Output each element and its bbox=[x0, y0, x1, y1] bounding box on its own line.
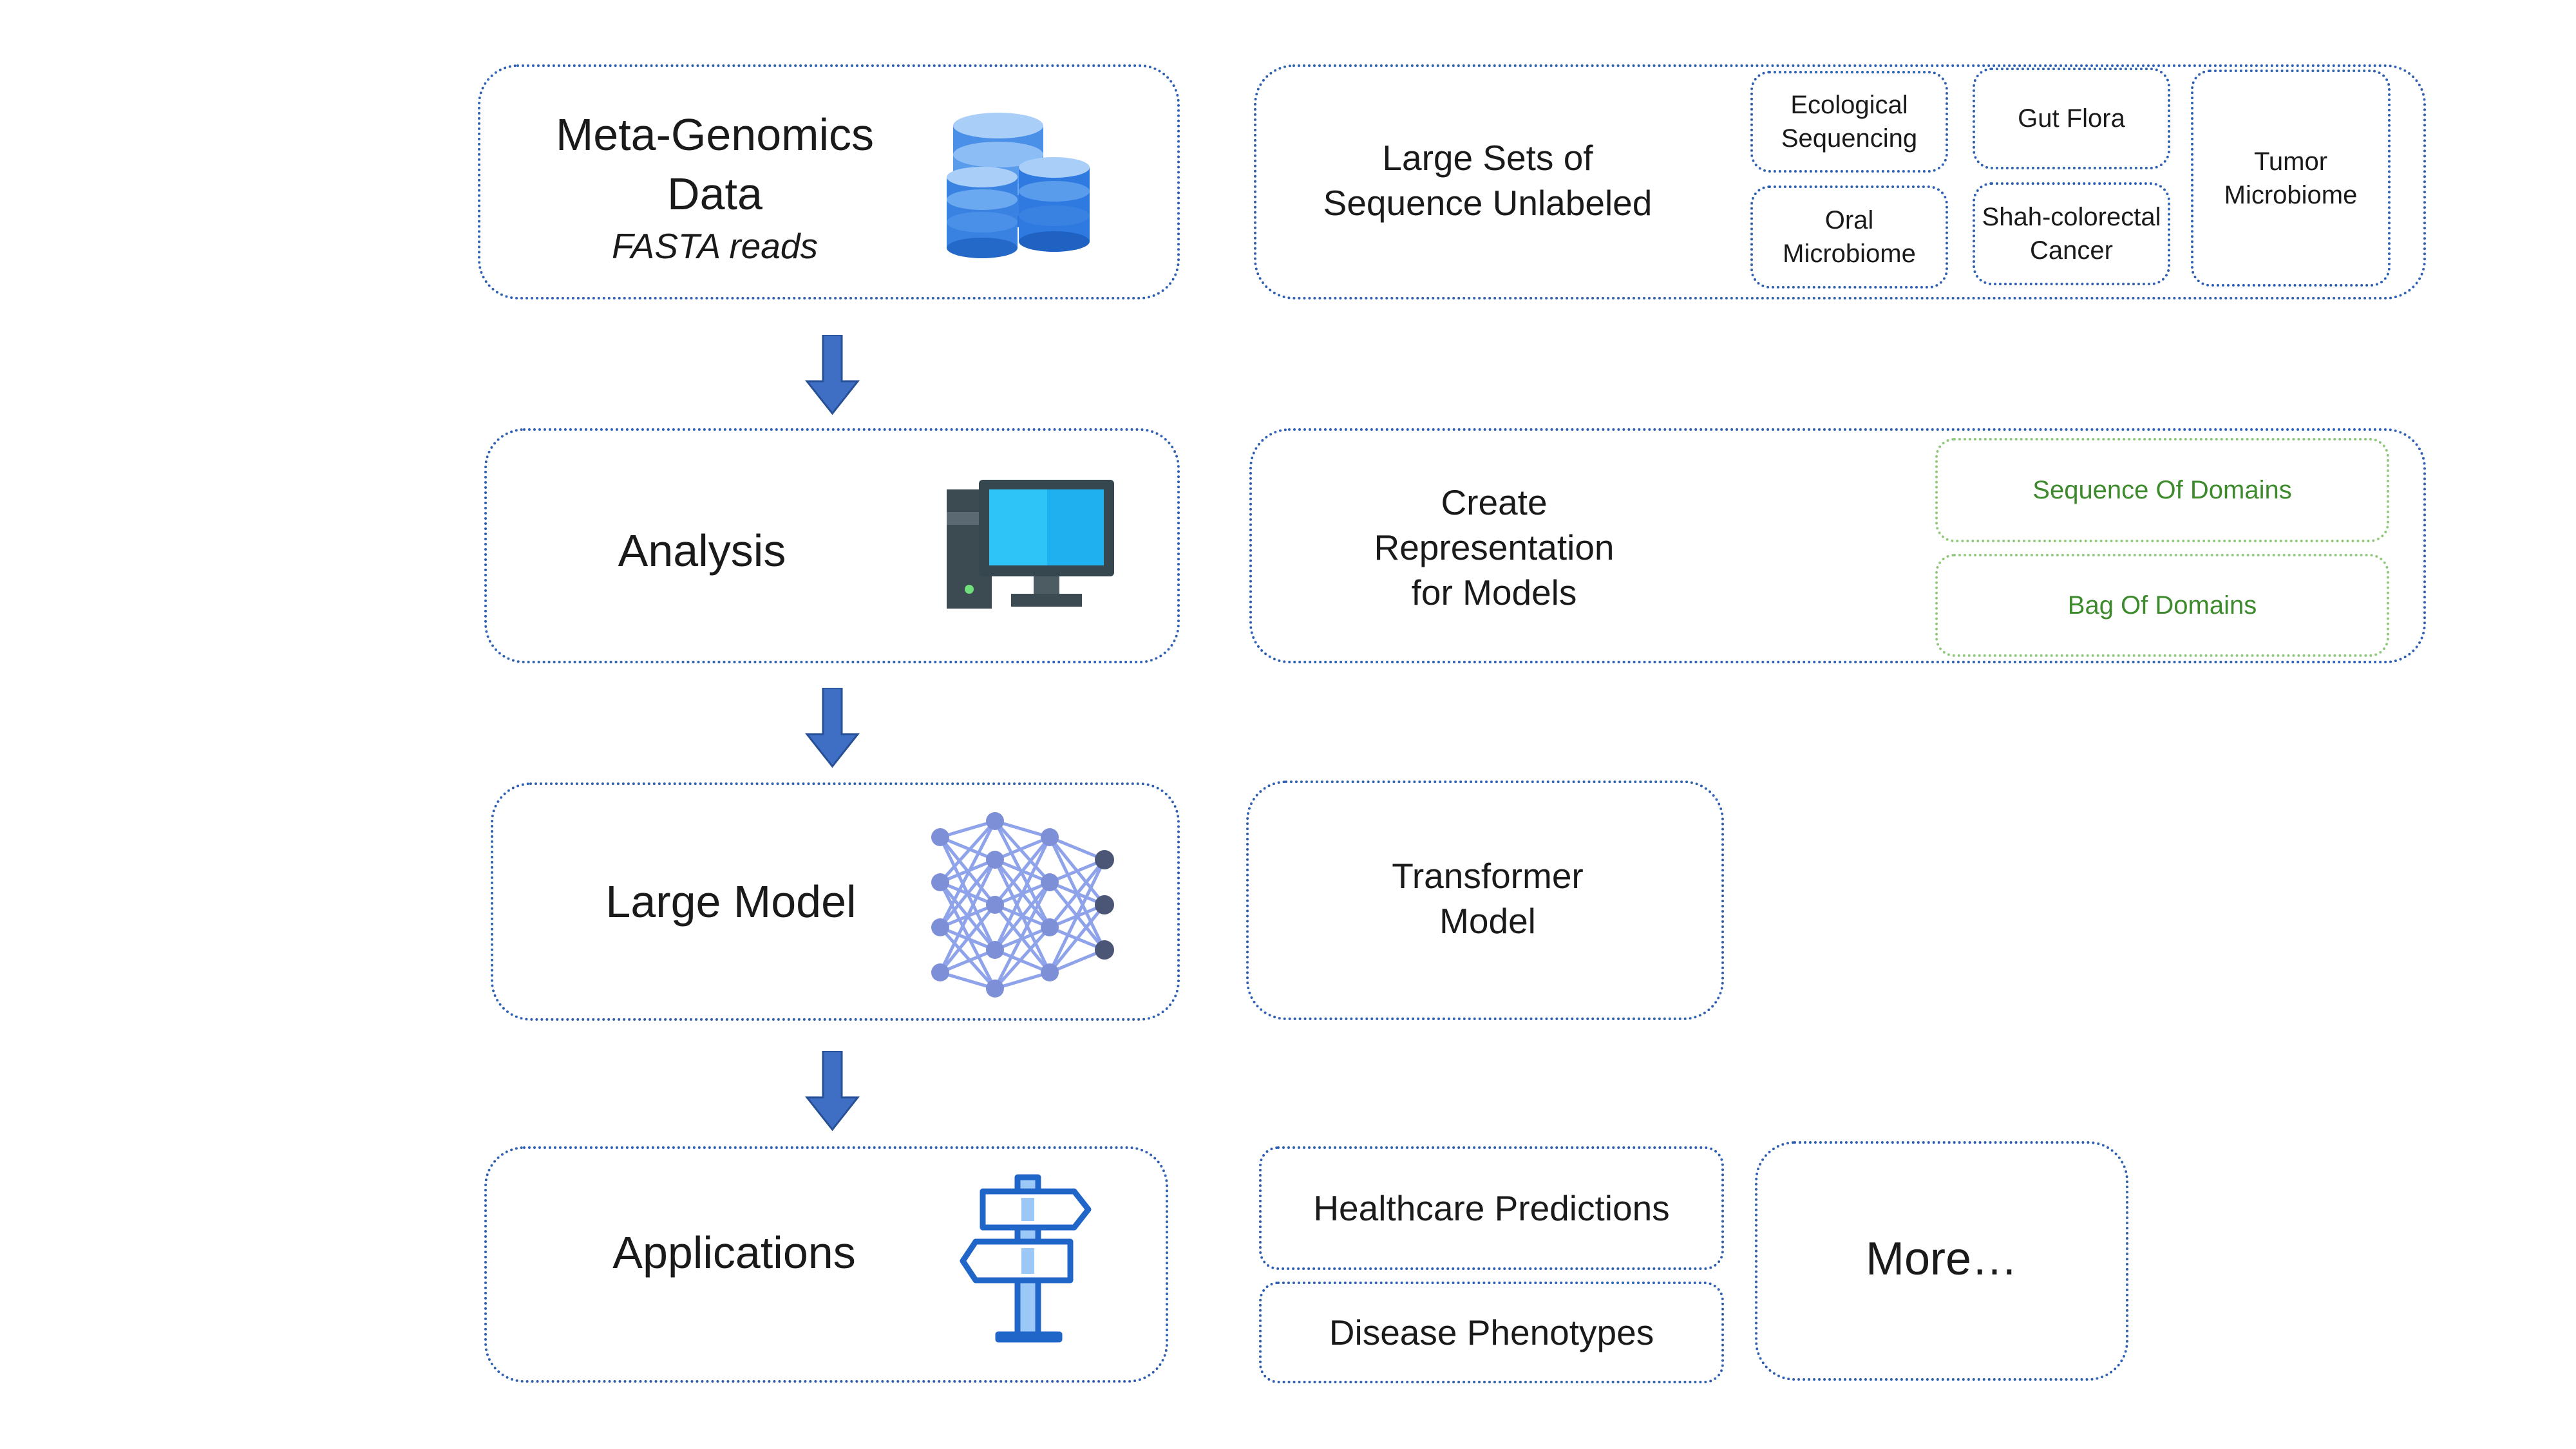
more-applications-box bbox=[1755, 1141, 2128, 1381]
flow-arrow-3 bbox=[805, 1051, 860, 1132]
option-bag-of-domains: Bag Of Domains bbox=[1935, 554, 2389, 657]
more-applications-label: More… bbox=[1865, 1233, 2018, 1285]
source-gut-flora: Gut Flora bbox=[1973, 68, 2170, 169]
model-stage-label: Large Model bbox=[605, 876, 857, 927]
option-sequence-of-domains: Sequence Of Domains bbox=[1935, 438, 2389, 542]
source-tumor-microbiome: Tumor Microbiome bbox=[2191, 70, 2391, 287]
application-healthcare-predictions: Healthcare Predictions bbox=[1259, 1146, 1724, 1270]
data-stage-subtitle: FASTA reads bbox=[612, 226, 818, 266]
analysis-stage-label: Analysis bbox=[618, 526, 786, 576]
application-disease-phenotypes: Disease Phenotypes bbox=[1259, 1282, 1724, 1383]
computer-icon bbox=[947, 480, 1114, 609]
applications-stage-label: Applications bbox=[612, 1227, 856, 1278]
analysis-detail-label: Create Representation for Models bbox=[1374, 482, 1615, 612]
flow-arrow-1 bbox=[805, 335, 860, 415]
data-detail-label: Large Sets of Sequence Unlabeled bbox=[1323, 138, 1653, 223]
source-oral-microbiome: Oral Microbiome bbox=[1750, 185, 1948, 289]
model-detail-label: Transformer Model bbox=[1392, 856, 1584, 941]
neural-network-icon bbox=[931, 812, 1114, 998]
data-stage-label: Meta-Genomics Data FASTA reads bbox=[522, 100, 908, 274]
source-ecological-sequencing: Ecological Sequencing bbox=[1750, 71, 1948, 173]
signpost-icon bbox=[960, 1174, 1092, 1343]
source-shah-colorectal-cancer: Shah-colorectal Cancer bbox=[1973, 182, 2170, 285]
flow-arrow-2 bbox=[805, 688, 860, 768]
model-detail-box bbox=[1246, 781, 1724, 1020]
data-stage-title: Meta-Genomics Data bbox=[555, 109, 875, 219]
database-icon bbox=[947, 113, 1090, 258]
